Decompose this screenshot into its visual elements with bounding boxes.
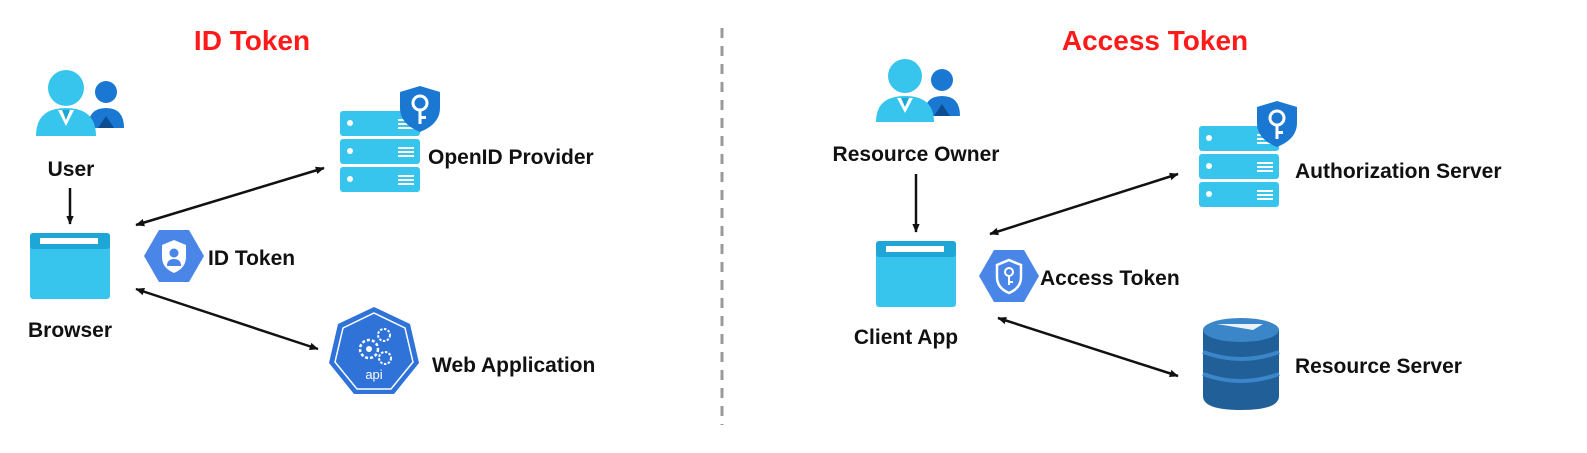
api-text: api xyxy=(365,367,382,382)
user-group-icon xyxy=(876,59,960,122)
access-token-label: Access Token xyxy=(1040,267,1180,290)
browser-label: Browser xyxy=(28,319,112,342)
client-authserver-arrow xyxy=(989,172,1179,236)
id-token-label: ID Token xyxy=(208,247,295,270)
user-label: User xyxy=(48,158,95,181)
authorization-server-label: Authorization Server xyxy=(1295,160,1502,183)
server-key-icon xyxy=(1199,101,1297,207)
resource-server-label: Resource Server xyxy=(1295,355,1462,378)
user-group-icon xyxy=(36,70,124,136)
browser-openid-arrow xyxy=(135,166,325,227)
client-resourceserver-arrow xyxy=(997,316,1179,378)
browser-window-icon xyxy=(30,233,110,299)
browser-window-icon xyxy=(876,241,956,307)
openid-provider-label: OpenID Provider xyxy=(428,146,594,169)
key-shield-icon xyxy=(979,250,1039,302)
id-token-heading: ID Token xyxy=(194,25,310,56)
user-shield-icon xyxy=(144,230,204,282)
client-app-label: Client App xyxy=(854,326,958,349)
server-key-icon xyxy=(340,86,440,192)
access-token-heading: Access Token xyxy=(1062,25,1248,56)
browser-webapp-arrow xyxy=(135,287,319,351)
api-gear-icon: api xyxy=(329,307,419,394)
web-application-label: Web Application xyxy=(432,354,595,377)
resource-owner-label: Resource Owner xyxy=(833,143,1000,166)
database-icon xyxy=(1202,318,1280,410)
